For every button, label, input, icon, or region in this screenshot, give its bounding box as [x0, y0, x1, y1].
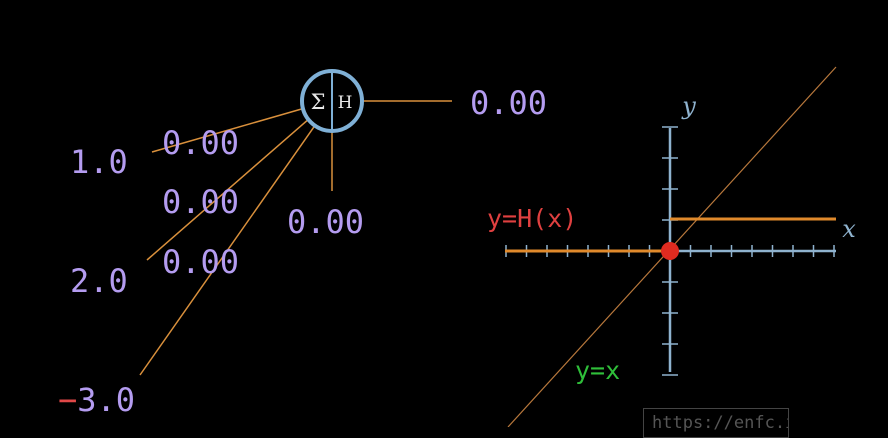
origin-dot	[661, 242, 679, 260]
negative-sign: −	[58, 381, 78, 419]
bias-value: 0.00	[287, 203, 365, 241]
y-axis-label: y	[681, 92, 696, 120]
identity-function-label: y=x	[575, 356, 621, 385]
weight-value-3: 0.00	[162, 243, 240, 281]
url-watermark: https://enfc.io	[643, 408, 789, 438]
input-value-3: −3.0	[58, 381, 136, 419]
sum-symbol: Σ	[311, 90, 326, 114]
input-edge-2	[146, 117, 311, 261]
neuron-diagram-canvas: Σ H x y	[139, 66, 856, 427]
x-axis-label: x	[842, 215, 856, 243]
input-edge-1	[151, 107, 306, 153]
step-function-label: y=H(x)	[487, 204, 578, 233]
output-value: 0.00	[470, 84, 548, 122]
activation-symbol: H	[338, 93, 353, 113]
weight-value-2: 0.00	[162, 183, 240, 221]
input-edge-3	[139, 123, 317, 376]
input-value-2: 2.0	[70, 262, 128, 300]
weight-value-1: 0.00	[162, 124, 240, 162]
input-value-1: 1.0	[70, 143, 128, 181]
